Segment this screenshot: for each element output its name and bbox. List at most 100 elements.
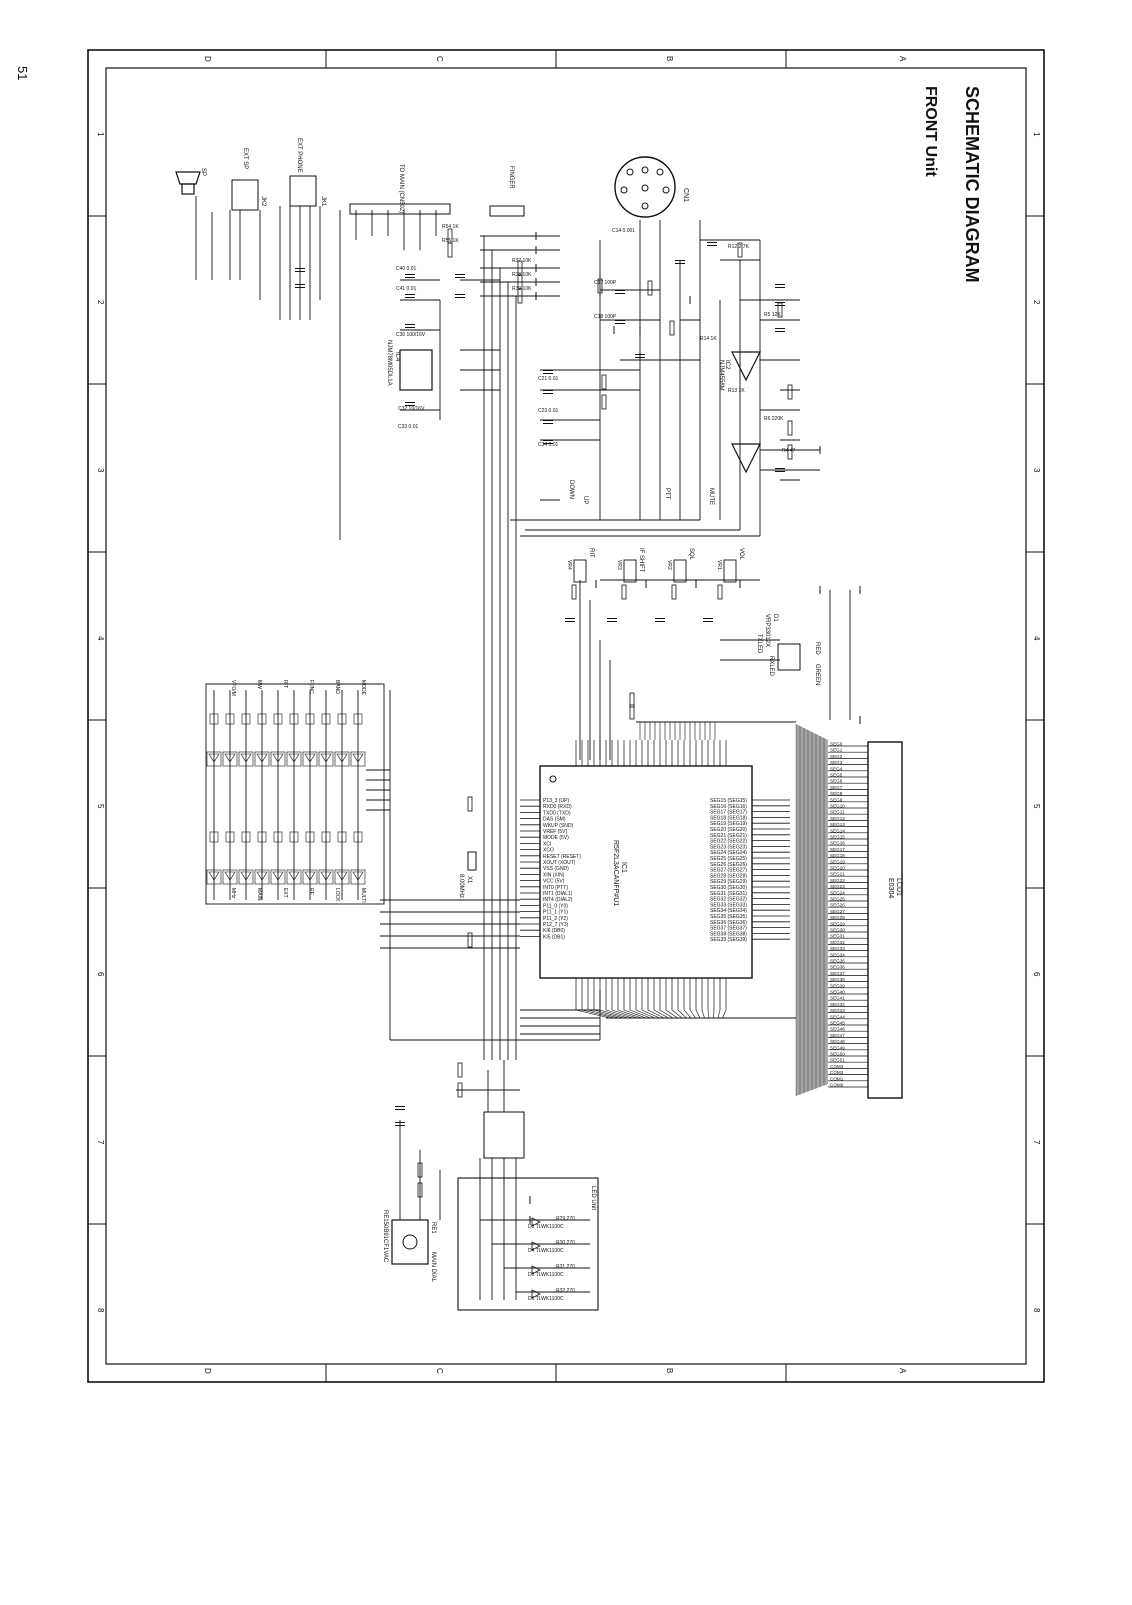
cn1-connector	[614, 156, 676, 218]
capacitor-value: C21 0.01	[538, 376, 559, 382]
key-diode	[320, 753, 332, 763]
lcd-pin-label: SEG15	[830, 835, 845, 840]
page-number: 51	[15, 66, 30, 81]
lcd-pin-label: SEG44	[830, 1014, 845, 1019]
zone-col-label-left: 2	[96, 300, 105, 305]
led-unit-box	[457, 1177, 599, 1311]
zone-col-label-left: 5	[96, 804, 105, 809]
pot-name: RIT	[588, 548, 594, 558]
lcd-pin-label: COM1	[830, 1076, 844, 1081]
ic1-left-pin-label: RESET (RESET)	[543, 854, 581, 860]
lcd-pin-label: SEG14	[830, 828, 845, 833]
diode-package	[254, 751, 270, 767]
ic1-left-pin-label: VREF (5V)	[543, 829, 568, 835]
outer-frame	[87, 49, 1045, 1383]
lcd-pin-label: SEG6	[830, 779, 843, 784]
re1-label: RE1	[430, 1222, 436, 1234]
key-diode	[272, 753, 284, 763]
diode-package	[286, 751, 302, 767]
ic1-left-pin-label: XCO	[543, 848, 554, 854]
ic1-bottom-trace	[647, 1009, 665, 1019]
key-label: VFO/M	[230, 680, 236, 696]
ic1-right-pin-label: SEG26 (SEG26)	[710, 862, 747, 868]
resistor	[601, 374, 607, 390]
ic2b-opamp	[731, 443, 761, 474]
ic1-right-pin-label: SEG32 (SEG32)	[710, 897, 747, 903]
ic1-right-pin-label: SEG23 (SEG23)	[710, 844, 747, 850]
key-diode	[240, 871, 252, 881]
zone-col-label-right: 6	[1032, 972, 1041, 977]
diagram-title: SCHEMATIC DIAGRAM	[962, 86, 982, 283]
lcd-pin-label: SEG24	[830, 890, 845, 895]
lcd-pin-label: SEG5	[830, 773, 843, 778]
re1-part: RE150B91CF1VAC	[382, 1210, 388, 1263]
lcd-pin-label: SEG27	[830, 909, 845, 914]
key-switch	[305, 713, 315, 725]
resistor	[629, 692, 635, 708]
key-switch	[321, 831, 331, 843]
lcd-label: LCD1	[895, 878, 902, 896]
ic1-left-pin-label: XIN (XIN)	[543, 872, 565, 878]
resistor	[447, 242, 453, 258]
ic1-bottom-trace	[722, 1009, 727, 1019]
capacitor-value: C34 0.01	[538, 442, 559, 448]
green-label: GREEN	[814, 664, 820, 685]
zone-row-label-top: B	[665, 56, 674, 61]
diode-package	[270, 751, 286, 767]
ic1-right-pin-label: SEG15 (SEG15)	[710, 798, 747, 804]
lcd-pin-label: SEG0	[830, 742, 843, 747]
resistor	[787, 444, 793, 460]
key-diode	[320, 871, 332, 881]
resistor-value: R4 47	[782, 448, 796, 454]
led-resistor-label: R30 270	[556, 1240, 575, 1246]
lcd-pin-label: SEG13	[830, 822, 845, 827]
key-label: EXT	[282, 888, 288, 898]
key-switch	[305, 831, 315, 843]
resistor	[457, 1062, 463, 1078]
ic1-right-pin-label: SEG22 (SEG22)	[710, 839, 747, 845]
lcd-pin-label: SEG45	[830, 1021, 845, 1026]
key-label: FUNC	[308, 680, 314, 694]
ic1-left-pin-label: P11_2 (Y2)	[543, 916, 568, 922]
zone-col-label-right: 2	[1032, 300, 1041, 305]
lcd-pin-label: SEG29	[830, 921, 845, 926]
jk2-jack	[231, 179, 259, 211]
ic1-left-pin-label: P13_3 (UP)	[543, 798, 569, 804]
resistor	[467, 932, 473, 948]
key-switch	[289, 713, 299, 725]
resistor	[787, 384, 793, 400]
down-label: DOWN	[568, 480, 574, 499]
zone-row-label-top: A	[898, 56, 907, 62]
volume-pot	[673, 559, 687, 583]
lcd-pin-label: SEG11	[830, 810, 845, 815]
ic1-right-pin-label: SEG31 (SEG31)	[710, 891, 747, 897]
lcd-pin-label: SEG48	[830, 1039, 845, 1044]
diode-package	[318, 751, 334, 767]
speaker-label: SP	[200, 168, 206, 176]
ic1-left-pin-label: P12_7 (Y3)	[543, 922, 569, 928]
lcd-pin-label: SEG1	[830, 748, 843, 753]
lcd-pin-label: SEG40	[830, 990, 845, 995]
key-label: BAND	[334, 680, 340, 694]
ic1-right-pin-label: SEG24 (SEG24)	[710, 850, 747, 856]
diode-package	[222, 751, 238, 767]
ic1-bottom-trace	[581, 1009, 615, 1019]
ic1-bottom-trace	[695, 1009, 701, 1019]
ic1-bottom-trace	[623, 1009, 647, 1019]
ic1-left-pin-label: P11_0 (Y0)	[543, 903, 568, 909]
key-label: MAIN	[256, 888, 262, 901]
ic1-right-pin-label: SEG25 (SEG25)	[710, 856, 747, 862]
lcd-pin-label: SEG2	[830, 754, 843, 759]
jk2-label: JK2	[260, 196, 266, 207]
lcd-pin-label: SEG49	[830, 1045, 845, 1050]
key-label: MODE	[360, 680, 366, 696]
red-label: RED	[814, 642, 820, 655]
up-label: UP	[582, 496, 588, 504]
diode-package	[238, 751, 254, 767]
diode-package	[334, 869, 350, 885]
resistor	[517, 288, 523, 304]
key-diode	[304, 753, 316, 763]
pot-name: SQL	[688, 548, 694, 561]
zone-row-label-top: C	[435, 56, 444, 62]
